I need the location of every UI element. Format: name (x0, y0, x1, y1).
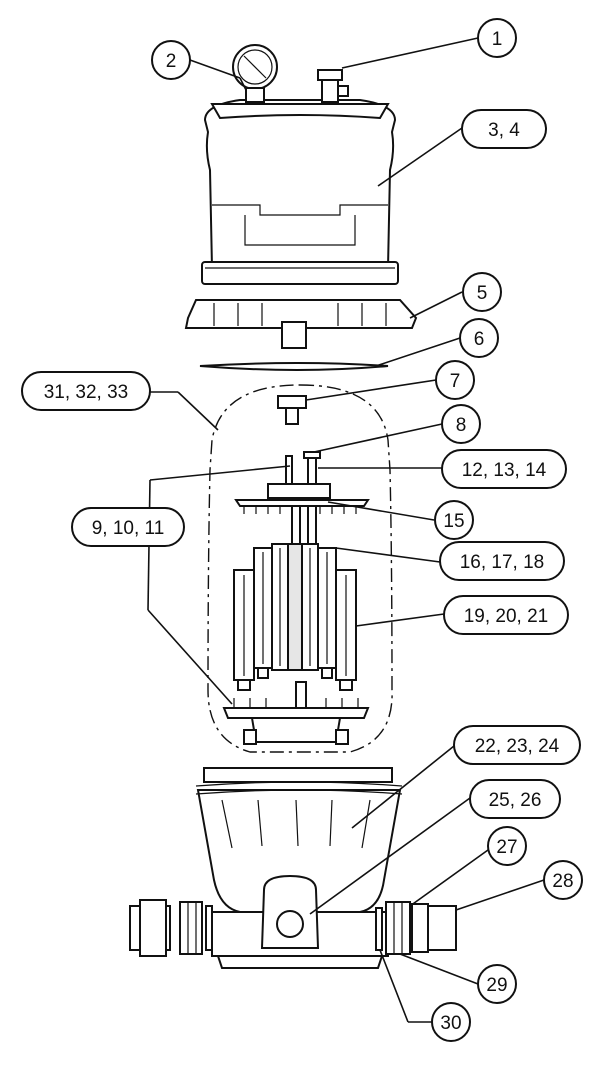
air-relief-valve (317, 69, 349, 103)
pressure-gauge (232, 44, 278, 103)
callout-1: 1 (477, 18, 517, 58)
svg-text:25, 26: 25, 26 (489, 790, 542, 811)
callout-bubbles: 1 2 3, 4 5 6 7 8 31, 32, 33 (21, 18, 583, 1042)
callout-29: 29 (477, 964, 517, 1004)
callout-31-32-33: 31, 32, 33 (21, 371, 151, 411)
o-ring (199, 362, 389, 371)
callout-8: 8 (441, 404, 481, 444)
callout-22-23-24: 22, 23, 24 (453, 725, 581, 765)
svg-text:1: 1 (492, 29, 503, 50)
callout-15: 15 (434, 500, 474, 540)
svg-text:12, 13, 14: 12, 13, 14 (462, 460, 547, 481)
svg-text:5: 5 (477, 283, 488, 304)
small-hardware (285, 451, 321, 485)
svg-text:28: 28 (552, 871, 573, 892)
svg-text:16, 17, 18: 16, 17, 18 (460, 552, 545, 573)
callout-25-26: 25, 26 (469, 779, 561, 819)
callout-9-10-11: 9, 10, 11 (71, 507, 185, 547)
callout-30: 30 (431, 1002, 471, 1042)
svg-text:19, 20, 21: 19, 20, 21 (464, 606, 549, 627)
svg-text:29: 29 (486, 975, 507, 996)
callout-27: 27 (487, 826, 527, 866)
left-union-fitting (129, 899, 213, 957)
callout-28: 28 (543, 860, 583, 900)
svg-text:2: 2 (166, 51, 177, 72)
svg-text:31, 32, 33: 31, 32, 33 (44, 382, 129, 403)
callout-7: 7 (435, 360, 475, 400)
callout-3-4: 3, 4 (461, 109, 547, 149)
callout-5: 5 (462, 272, 502, 312)
locking-ring (184, 299, 418, 349)
svg-text:7: 7 (450, 371, 461, 392)
cartridge-elements (233, 543, 357, 691)
cartridge-assembly-outline (207, 384, 393, 753)
callout-2: 2 (151, 40, 191, 80)
svg-text:3, 4: 3, 4 (488, 120, 520, 141)
handle-knob (277, 395, 307, 425)
bottom-manifold (222, 681, 370, 745)
callout-6: 6 (459, 318, 499, 358)
top-manifold (234, 483, 370, 547)
svg-text:15: 15 (443, 511, 464, 532)
tank-body (195, 767, 403, 969)
svg-text:27: 27 (496, 837, 517, 858)
svg-text:9, 10, 11: 9, 10, 11 (92, 518, 165, 539)
svg-text:8: 8 (456, 415, 467, 436)
leader-lines (147, 37, 545, 1023)
right-union-fitting (375, 901, 457, 955)
callout-19-20-21: 19, 20, 21 (443, 595, 569, 635)
tank-lid (201, 99, 399, 285)
svg-text:6: 6 (474, 329, 485, 350)
svg-text:22, 23, 24: 22, 23, 24 (475, 736, 560, 757)
svg-text:30: 30 (440, 1013, 461, 1034)
callout-16-17-18: 16, 17, 18 (439, 541, 565, 581)
callout-12-13-14: 12, 13, 14 (441, 449, 567, 489)
